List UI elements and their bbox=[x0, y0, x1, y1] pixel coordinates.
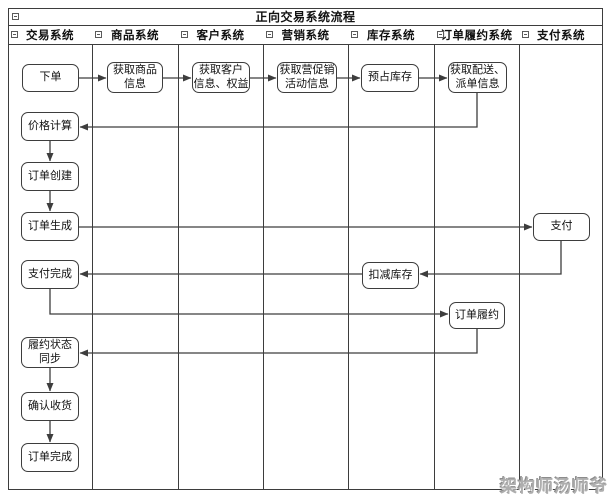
pool-titlebar: 正向交易系统流程 bbox=[8, 8, 603, 26]
lane-divider bbox=[519, 45, 520, 490]
lane-divider bbox=[263, 45, 264, 490]
lane-divider bbox=[348, 45, 349, 490]
collapse-icon[interactable] bbox=[437, 31, 444, 38]
lane-header-trade[interactable]: 交易系统 bbox=[8, 26, 92, 44]
node-get-delivery-info[interactable]: 获取配送、 派单信息 bbox=[448, 62, 507, 93]
collapse-icon[interactable] bbox=[522, 31, 529, 38]
lane-header-inventory[interactable]: 库存系统 bbox=[348, 26, 434, 44]
node-reserve-inventory[interactable]: 预占库存 bbox=[361, 64, 419, 92]
node-price-calc[interactable]: 价格计算 bbox=[21, 112, 79, 141]
lane-header-payment[interactable]: 支付系统 bbox=[519, 26, 603, 44]
node-order-generate[interactable]: 订单生成 bbox=[21, 212, 79, 241]
collapse-icon[interactable] bbox=[12, 13, 19, 20]
lane-header-row: 交易系统 商品系统 客户系统 营销系统 库存系统 订单履约系统 支付系统 bbox=[8, 26, 603, 45]
node-deduct-inventory[interactable]: 扣减库存 bbox=[362, 262, 419, 289]
collapse-icon[interactable] bbox=[266, 31, 273, 38]
node-pay[interactable]: 支付 bbox=[533, 213, 590, 241]
node-order-create[interactable]: 订单创建 bbox=[21, 162, 79, 191]
node-place-order[interactable]: 下单 bbox=[22, 64, 79, 92]
lane-title: 营销系统 bbox=[281, 30, 330, 42]
lane-title: 交易系统 bbox=[26, 30, 74, 42]
collapse-icon[interactable] bbox=[181, 31, 188, 38]
lane-title: 订单履约系统 bbox=[440, 30, 513, 42]
diagram-title: 正向交易系统流程 bbox=[255, 10, 356, 24]
collapse-icon[interactable] bbox=[351, 31, 358, 38]
watermark: 架构师汤师爷 bbox=[500, 477, 608, 496]
node-order-complete[interactable]: 订单完成 bbox=[21, 443, 79, 472]
lane-header-customer[interactable]: 客户系统 bbox=[178, 26, 263, 44]
node-get-product-info[interactable]: 获取商品 信息 bbox=[107, 62, 163, 93]
lane-title: 库存系统 bbox=[367, 30, 415, 42]
lane-divider bbox=[434, 45, 435, 490]
lane-header-marketing[interactable]: 营销系统 bbox=[263, 26, 348, 44]
node-get-customer-info[interactable]: 获取客户 信息、权益 bbox=[192, 62, 250, 93]
lane-title: 支付系统 bbox=[537, 30, 585, 42]
lane-header-product[interactable]: 商品系统 bbox=[92, 26, 178, 44]
collapse-icon[interactable] bbox=[95, 31, 102, 38]
lane-divider bbox=[178, 45, 179, 490]
collapse-icon[interactable] bbox=[11, 31, 18, 38]
lane-divider bbox=[92, 45, 93, 490]
node-payment-complete[interactable]: 支付完成 bbox=[21, 260, 79, 289]
node-order-fulfill[interactable]: 订单履约 bbox=[449, 302, 505, 329]
lane-title: 商品系统 bbox=[111, 30, 159, 42]
node-get-promo-info[interactable]: 获取营促销 活动信息 bbox=[277, 62, 337, 93]
lane-title: 客户系统 bbox=[196, 30, 245, 42]
node-confirm-receipt[interactable]: 确认收货 bbox=[21, 392, 79, 421]
lane-header-fulfillment[interactable]: 订单履约系统 bbox=[434, 26, 519, 44]
node-fulfill-status-sync[interactable]: 履约状态 同步 bbox=[21, 337, 79, 368]
